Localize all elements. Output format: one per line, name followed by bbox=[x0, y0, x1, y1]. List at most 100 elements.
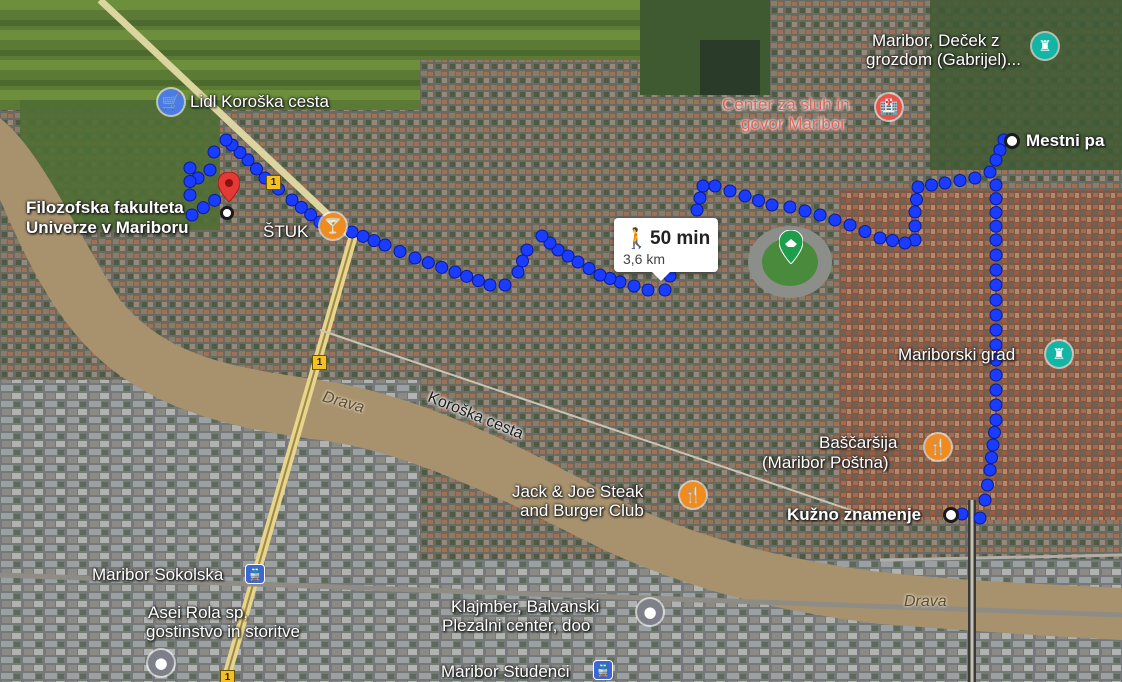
castle-pin-icon[interactable]: ♜ bbox=[1046, 341, 1072, 367]
route-info-card[interactable]: 🚶 50 min 3,6 km bbox=[614, 218, 718, 281]
place-label-decek-line1[interactable]: Maribor, Deček z bbox=[872, 31, 1000, 50]
route-dot bbox=[304, 208, 318, 222]
route-dot bbox=[345, 225, 359, 239]
route-dot bbox=[989, 368, 1003, 382]
origin-label[interactable]: Mestni pa bbox=[1026, 131, 1105, 150]
route-dot bbox=[752, 194, 765, 207]
place-label-jack-line1[interactable]: Jack & Joe Steak bbox=[512, 482, 644, 501]
route-dot bbox=[738, 189, 752, 203]
route-distance: 3,6 km bbox=[623, 251, 666, 267]
place-label-jack-line2[interactable]: and Burger Club bbox=[520, 501, 644, 520]
route-dot bbox=[989, 413, 1003, 427]
route-dot bbox=[988, 426, 1001, 439]
route-dot bbox=[798, 204, 812, 218]
route-dot bbox=[783, 200, 797, 214]
waypoint-marker[interactable] bbox=[943, 507, 959, 523]
route-dot bbox=[183, 175, 197, 188]
place-label-klajmber-line2[interactable]: Plezalni center, doo bbox=[442, 616, 591, 635]
location-pin-icon[interactable]: ● bbox=[148, 650, 174, 676]
waypoint-label[interactable]: Kužno znamenje bbox=[787, 505, 922, 524]
route-dot bbox=[483, 278, 497, 292]
route-dot bbox=[908, 205, 922, 219]
route-dot bbox=[873, 231, 887, 245]
route-dot bbox=[828, 213, 842, 227]
route-dot bbox=[356, 229, 370, 243]
route-dot bbox=[968, 171, 982, 185]
destination-marker[interactable] bbox=[220, 206, 234, 220]
shop-pin-icon[interactable]: 🛒 bbox=[158, 89, 184, 115]
place-label-asei-line1[interactable]: Asei Rola sp, bbox=[148, 603, 249, 622]
place-label-mariborski-grad[interactable]: Mariborski grad bbox=[898, 345, 1016, 364]
route-dot bbox=[908, 219, 922, 233]
place-label-studenci[interactable]: Maribor Studenci bbox=[441, 662, 570, 681]
route-dot bbox=[983, 165, 997, 179]
route-dot bbox=[561, 249, 575, 263]
train-station-icon[interactable]: 🚆 bbox=[245, 564, 265, 584]
restaurant-pin-icon[interactable]: 🍴 bbox=[680, 482, 706, 508]
road-number-shield: 1 bbox=[312, 355, 327, 370]
destination-label-line2[interactable]: Univerze v Mariboru bbox=[26, 218, 189, 237]
route-dot bbox=[989, 338, 1003, 352]
route-dot bbox=[408, 251, 422, 265]
route-dot bbox=[989, 293, 1003, 307]
route-dot bbox=[535, 229, 549, 243]
route-dot bbox=[983, 463, 997, 477]
place-label-center-line1[interactable]: Center za sluh in bbox=[722, 95, 850, 114]
route-dot bbox=[989, 353, 1003, 367]
route-dot bbox=[250, 162, 263, 176]
bar-pin-icon[interactable]: 🍸 bbox=[320, 213, 346, 239]
train-station-icon[interactable]: 🚆 bbox=[593, 660, 613, 680]
route-dot bbox=[641, 283, 655, 297]
medical-pin-icon[interactable]: 🏥 bbox=[876, 94, 902, 120]
route-dot bbox=[985, 451, 998, 464]
road-number-shield: 1 bbox=[266, 175, 281, 190]
route-dot bbox=[185, 208, 199, 222]
destination-label-line1[interactable]: Filozofska fakulteta bbox=[26, 198, 184, 217]
destination-pin-icon[interactable] bbox=[218, 172, 240, 202]
monument-pin-icon[interactable]: ♜ bbox=[1032, 33, 1058, 59]
place-label-klajmber-line1[interactable]: Klajmber, Balvanski bbox=[451, 597, 600, 616]
route-dot bbox=[460, 269, 474, 283]
place-label-bascarsija-line2[interactable]: (Maribor Poštna) bbox=[762, 453, 889, 472]
route-dot bbox=[989, 308, 1003, 322]
route-dot bbox=[690, 203, 704, 217]
place-label-bascarsija-line1[interactable]: Baščaršija bbox=[819, 433, 898, 452]
route-dot bbox=[925, 178, 938, 192]
route-dot bbox=[989, 219, 1003, 233]
restaurant-pin-icon[interactable]: 🍴 bbox=[925, 434, 951, 460]
place-label-center-line2[interactable]: govor Maribor bbox=[741, 114, 846, 133]
place-label-decek-line2[interactable]: grozdom (Gabrijel)... bbox=[866, 50, 1021, 69]
stadium-pin-icon[interactable] bbox=[779, 230, 803, 264]
route-dot bbox=[981, 478, 994, 492]
place-label-asei-line2[interactable]: gostinstvo in storitve bbox=[146, 622, 301, 641]
route-dot bbox=[203, 163, 217, 177]
route-dot bbox=[989, 178, 1003, 192]
origin-marker[interactable] bbox=[1004, 133, 1020, 149]
route-dot bbox=[435, 260, 449, 274]
route-dot bbox=[378, 238, 392, 252]
route-dot bbox=[765, 198, 779, 212]
route-dot bbox=[233, 146, 247, 159]
route-dot bbox=[989, 278, 1003, 292]
place-label-lidl[interactable]: Lidl Koroška cesta bbox=[190, 92, 329, 111]
route-dot bbox=[393, 245, 407, 258]
route-dot bbox=[858, 225, 872, 238]
place-label-stuk[interactable]: ŠTUK bbox=[263, 222, 309, 241]
route-dot bbox=[938, 176, 952, 190]
route-dot bbox=[989, 233, 1003, 247]
road-number-shield: 1 bbox=[220, 670, 235, 682]
route-dot bbox=[571, 255, 585, 269]
route-dot bbox=[989, 192, 1003, 206]
place-label-sokolska[interactable]: Maribor Sokolska bbox=[92, 565, 224, 584]
location-pin-icon[interactable]: ● bbox=[637, 599, 663, 625]
route-dot bbox=[843, 218, 857, 232]
route-dot bbox=[511, 265, 525, 279]
route-dot bbox=[693, 191, 707, 205]
route-dot bbox=[973, 511, 987, 525]
route-dot bbox=[989, 398, 1003, 412]
route-dot bbox=[723, 184, 737, 198]
route-dot bbox=[658, 283, 672, 297]
route-dot bbox=[285, 193, 299, 207]
route-dot bbox=[627, 279, 641, 293]
